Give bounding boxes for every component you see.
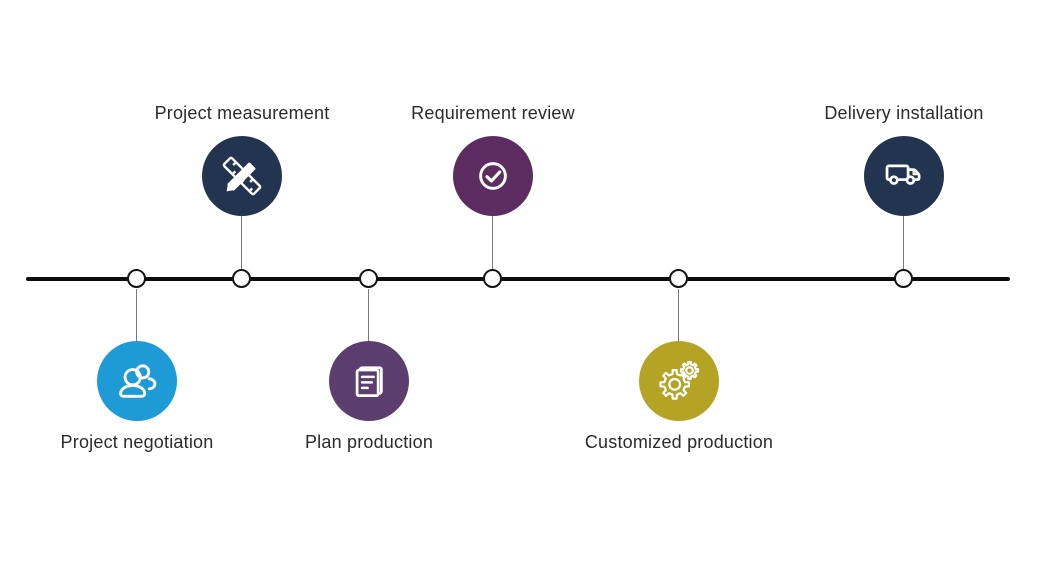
connector-line: [136, 289, 137, 341]
step-label: Customized production: [584, 432, 774, 452]
step-circle-project-negotiation: [97, 341, 177, 421]
step-label: Plan production: [304, 432, 434, 452]
connector-line: [903, 216, 904, 270]
step-circle-project-measurement: [202, 136, 282, 216]
people-icon: [119, 364, 157, 398]
timeline-node: [483, 269, 502, 288]
connector-line: [678, 289, 679, 341]
step-label: Project measurement: [154, 103, 330, 123]
timeline-node: [127, 269, 146, 288]
step-label: Requirement review: [411, 103, 575, 123]
step-circle-plan-production: [329, 341, 409, 421]
timeline-node: [669, 269, 688, 288]
step-label: Project negotiation: [60, 432, 214, 452]
truck-icon: [885, 164, 921, 185]
timeline-axis: [26, 277, 1010, 281]
document-icon: [355, 366, 383, 398]
timeline-node: [232, 269, 251, 288]
connector-line: [368, 289, 369, 341]
connector-line: [241, 216, 242, 270]
ruler-pencil-icon: [222, 156, 262, 196]
step-circle-customized-production: [639, 341, 719, 421]
step-circle-delivery-installation: [864, 136, 944, 216]
step-circle-requirement-review: [453, 136, 533, 216]
timeline-node: [894, 269, 913, 288]
timeline-node: [359, 269, 378, 288]
step-label: Delivery installation: [824, 103, 984, 123]
gears-icon: [659, 360, 700, 400]
check-circle-icon: [479, 162, 507, 190]
connector-line: [492, 216, 493, 270]
